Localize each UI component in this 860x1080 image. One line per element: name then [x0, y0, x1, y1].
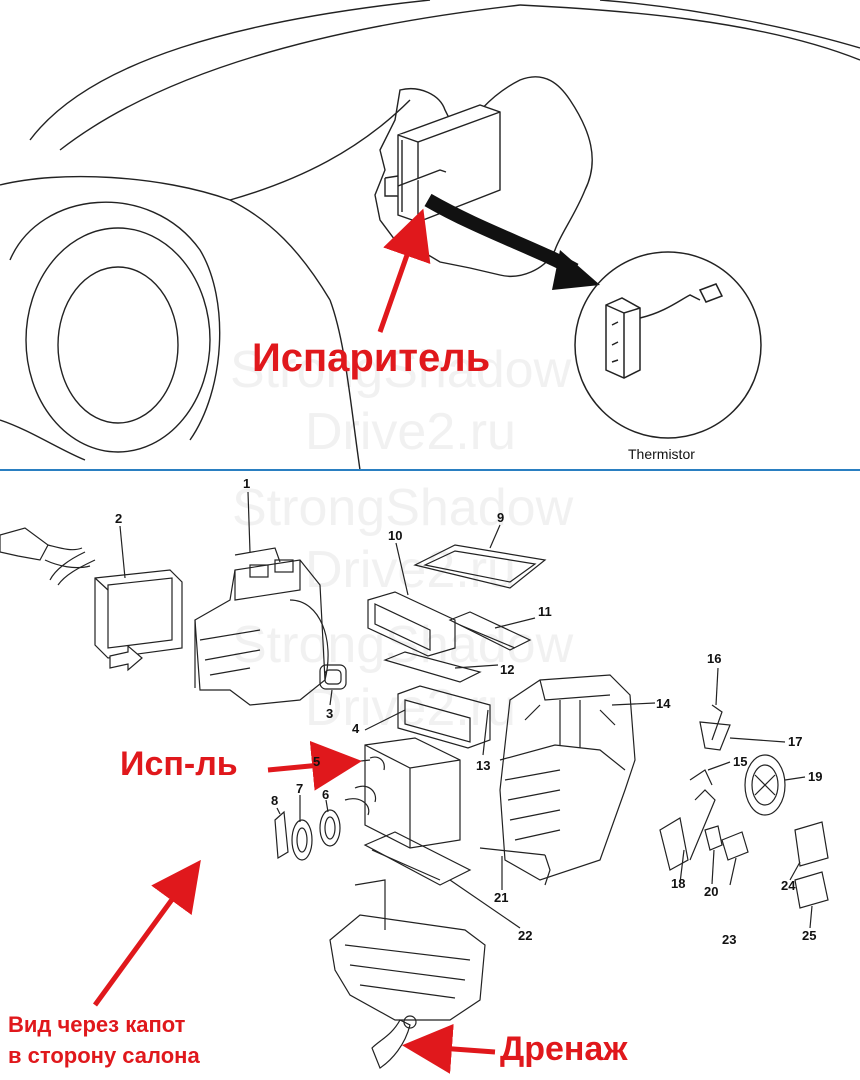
part-number-15: 15 [733, 754, 748, 769]
watermark-4: Drive2.ru [305, 541, 516, 599]
watermark-5: StrongShadow [232, 616, 574, 674]
part-number-18: 18 [671, 876, 686, 891]
watermark-1: StrongShadow [230, 341, 572, 399]
part-number-4: 4 [352, 721, 360, 736]
part-number-22: 22 [518, 928, 533, 943]
part-number-20: 20 [704, 884, 719, 899]
drain-label: Дренаж [500, 1030, 628, 1068]
view-note-line1: Вид через капот [8, 1012, 186, 1037]
thermistor-detail [574, 251, 762, 439]
part-number-11: 11 [538, 604, 552, 619]
thermistor-label: Thermistor [628, 446, 695, 462]
part-number-16: 16 [707, 651, 722, 666]
evaporator-box [384, 104, 501, 223]
part-number-21: 21 [494, 890, 509, 905]
evaporator-label: Испаритель [252, 336, 491, 380]
part-number-14: 14 [656, 696, 671, 711]
part-number-12: 12 [500, 662, 515, 677]
callout-arrow [424, 193, 579, 277]
part-number-25: 25 [802, 928, 817, 943]
part-number-13: 13 [476, 758, 491, 773]
part-number-5: 5 [313, 754, 321, 769]
part-number-24: 24 [781, 878, 796, 893]
part-number-17: 17 [788, 734, 803, 749]
evaporator-short-pointer [267, 740, 362, 791]
view-direction-arrow [92, 859, 201, 1007]
part-number-23: 23 [722, 932, 737, 947]
part-number-7: 7 [296, 781, 304, 796]
evaporator-pointer [377, 208, 431, 333]
view-note-line2: в сторону салона [8, 1043, 200, 1068]
evaporator-short-label: Исп-ль [120, 745, 238, 783]
part-number-3: 3 [326, 706, 334, 721]
part-number-10: 10 [388, 528, 403, 543]
part-number-2: 2 [115, 511, 123, 526]
part-number-19: 19 [808, 769, 823, 784]
car-cutaway [0, 0, 860, 471]
part-number-8: 8 [271, 793, 279, 808]
exploded-view [0, 491, 829, 1069]
watermark-2: Drive2.ru [305, 403, 516, 461]
part-number-1: 1 [243, 476, 251, 491]
watermark-3: StrongShadow [232, 479, 574, 537]
drain-pointer [402, 1023, 496, 1074]
part-number-6: 6 [322, 787, 330, 802]
part-number-9: 9 [497, 510, 505, 525]
